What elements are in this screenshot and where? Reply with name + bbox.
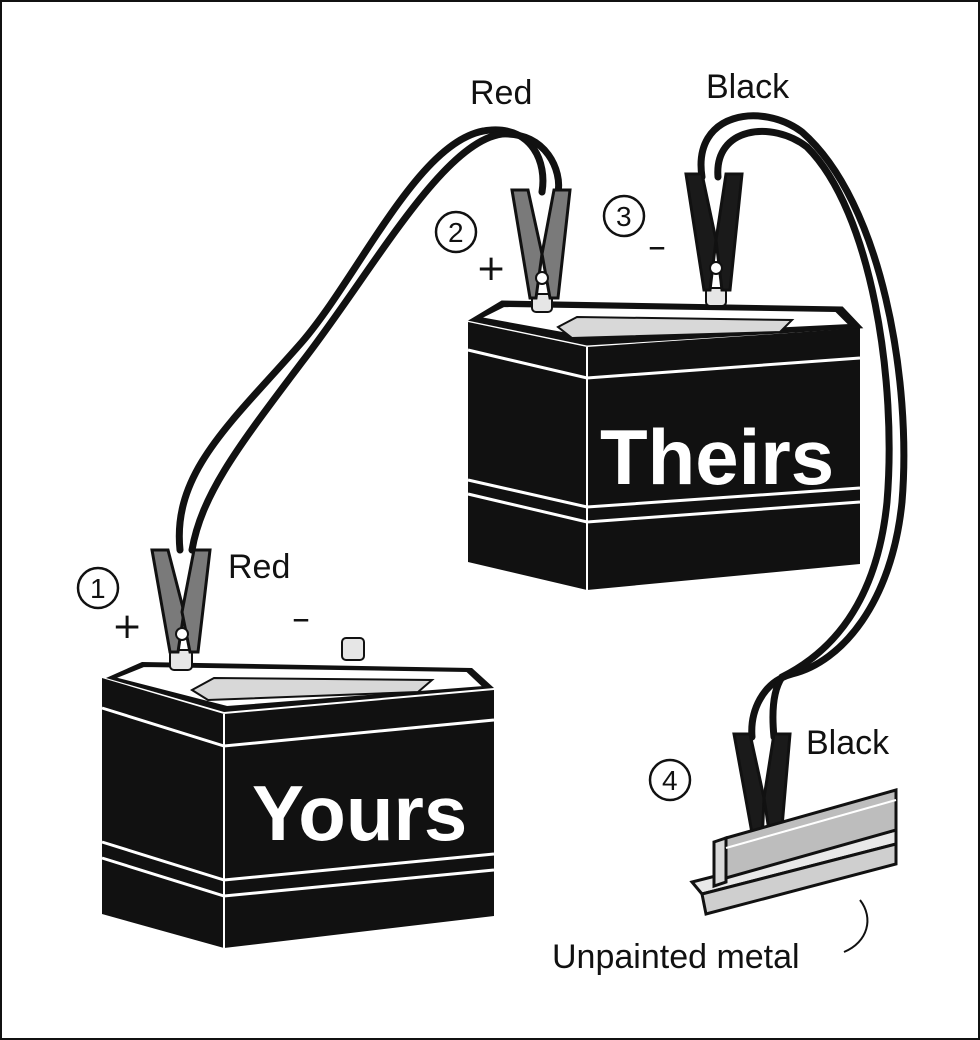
red-label-left: Red xyxy=(228,548,290,586)
yours-battery-front xyxy=(224,690,494,948)
step-1-marker: 1 xyxy=(76,566,120,610)
clamp-2-red xyxy=(510,188,572,300)
clamp-4-black xyxy=(732,732,792,852)
clamp-3-black xyxy=(684,172,744,292)
black-cable-branch xyxy=(714,127,893,741)
minus-sign-3: – xyxy=(648,226,666,267)
yours-battery-side xyxy=(102,678,224,948)
step-1-number: 1 xyxy=(90,573,106,604)
unpainted-metal-label: Unpainted metal xyxy=(552,938,800,976)
unpainted-metal-leader xyxy=(843,899,869,953)
plus-sign-2: + xyxy=(476,248,506,289)
yours-battery-label: Yours xyxy=(252,769,467,857)
yours-battery: Yours xyxy=(101,637,495,948)
theirs-battery: Theirs xyxy=(467,287,864,590)
red-label-top: Red xyxy=(470,74,532,112)
yours-negative-terminal xyxy=(341,637,365,661)
theirs-battery-side xyxy=(468,322,587,590)
step-4-number: 4 xyxy=(662,765,678,796)
step-2-number: 2 xyxy=(448,217,464,248)
plus-sign-1: + xyxy=(112,606,142,647)
clamp-1-red xyxy=(150,548,212,654)
black-label-top: Black xyxy=(706,68,790,106)
step-4-marker: 4 xyxy=(648,758,692,802)
red-cable-branch xyxy=(188,130,563,554)
step-3-number: 3 xyxy=(616,201,632,232)
unpainted-metal-bracket xyxy=(689,788,898,916)
theirs-battery-label: Theirs xyxy=(600,413,834,501)
yours-battery-cap xyxy=(190,676,435,702)
theirs-negative-terminal xyxy=(705,287,727,307)
step-3-marker: 3 xyxy=(602,194,646,238)
theirs-battery-cap xyxy=(556,315,795,340)
black-label-right: Black xyxy=(806,724,890,762)
minus-sign-yours: – xyxy=(292,598,310,639)
yours-positive-terminal xyxy=(169,649,193,671)
theirs-battery-front xyxy=(587,328,860,590)
step-2-marker: 2 xyxy=(434,210,478,254)
